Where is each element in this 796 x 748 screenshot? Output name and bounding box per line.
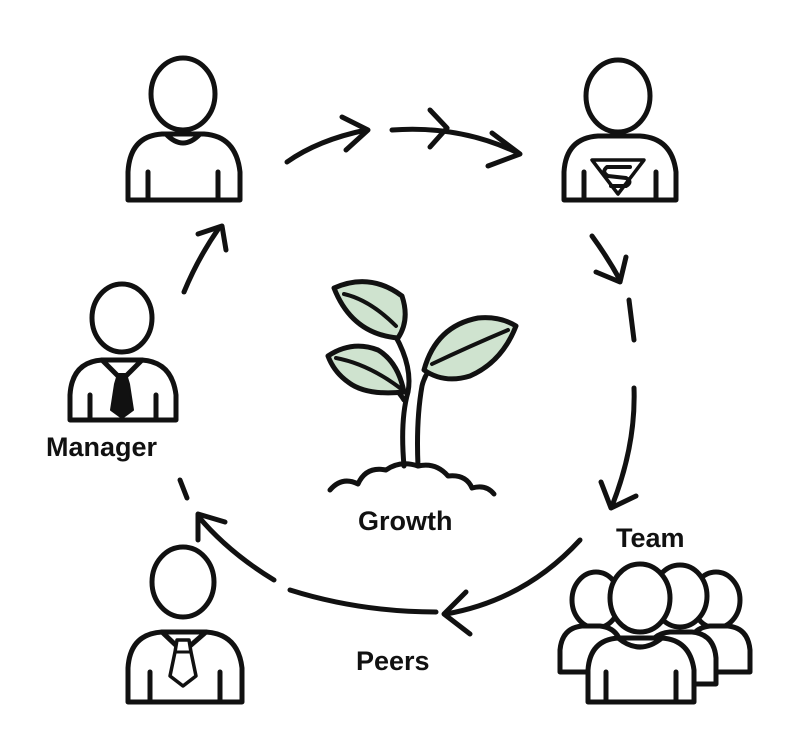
arrowhead — [593, 254, 629, 285]
team-label: Team — [616, 523, 685, 553]
tie-icon — [110, 373, 134, 419]
arrow-person-to-superhero-1 — [284, 127, 369, 165]
arrowhead — [598, 479, 639, 511]
dash — [626, 297, 637, 343]
soil-mound — [327, 461, 497, 497]
arrow-peers-left — [287, 587, 439, 615]
arrowhead — [441, 589, 473, 637]
arrow-to-team — [609, 385, 637, 509]
peer-with-tie-icon — [125, 544, 245, 705]
peers-label: Peers — [356, 646, 430, 676]
cycle-arrows — [177, 107, 639, 637]
person-icon — [125, 55, 243, 203]
manager-with-tie-icon — [67, 281, 179, 423]
growth-label: Growth — [358, 506, 453, 536]
arrowhead — [427, 107, 450, 150]
arrow-person-to-superhero-2 — [389, 126, 521, 156]
leaf-top-left — [331, 279, 408, 341]
arrow-superhero-down — [589, 233, 623, 283]
arrowhead — [485, 130, 523, 169]
arrowhead — [195, 511, 228, 543]
arrowhead — [339, 114, 371, 153]
arrowhead — [195, 223, 229, 253]
arrow-manager-to-top — [181, 225, 222, 295]
manager-label: Manager — [46, 432, 158, 462]
sprout-icon — [325, 279, 519, 497]
arrow-peers-to-left-up — [195, 513, 277, 583]
superhero-person-icon — [561, 57, 679, 203]
dash — [177, 477, 190, 501]
arrow-team-to-peers — [443, 537, 583, 617]
team-group-icon — [557, 561, 753, 705]
